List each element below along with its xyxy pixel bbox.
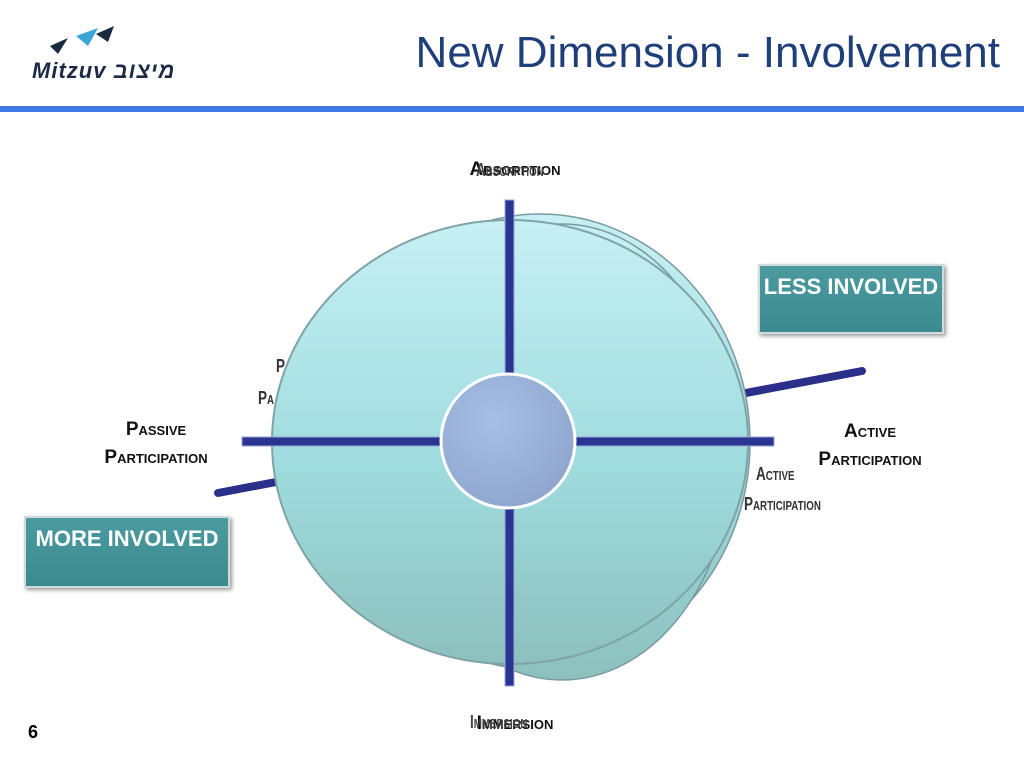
page-number: 6	[28, 722, 39, 742]
logo-text: Mitzuv מיצוב	[32, 58, 176, 83]
passive-label-line1: Passive	[125, 419, 187, 440]
absorption-label: Absorption	[469, 159, 561, 180]
logo-birds-icon	[50, 26, 114, 54]
passive-ghost-line1: P	[276, 356, 286, 376]
immersion-ghost-label: Immersion	[470, 712, 528, 732]
passive-ghost-line2: Pa	[258, 388, 275, 408]
more-involved-box: MORE INVOLVED	[24, 516, 230, 588]
company-logo: Mitzuv מיצוב	[28, 24, 198, 88]
slide-title: New Dimension - Involvement	[415, 28, 1000, 77]
title-divider	[0, 106, 1024, 112]
active-ghost-line2: Participation	[744, 494, 821, 514]
active-ghost-line1: Active	[756, 464, 795, 484]
center-hub	[439, 372, 577, 510]
involvement-diagram	[214, 199, 866, 687]
active-participation-label: Active Participation	[780, 418, 960, 474]
passive-label-line2: Participation	[104, 447, 208, 468]
immersion-label: Immersion	[476, 713, 554, 734]
active-label-line2: Participation	[818, 449, 922, 470]
active-label-line1: Active	[843, 421, 896, 442]
absorption-ghost-label: Absorption	[476, 160, 544, 180]
passive-participation-label: Passive Participation	[66, 416, 246, 472]
less-involved-box: LESS INVOLVED	[758, 264, 944, 334]
